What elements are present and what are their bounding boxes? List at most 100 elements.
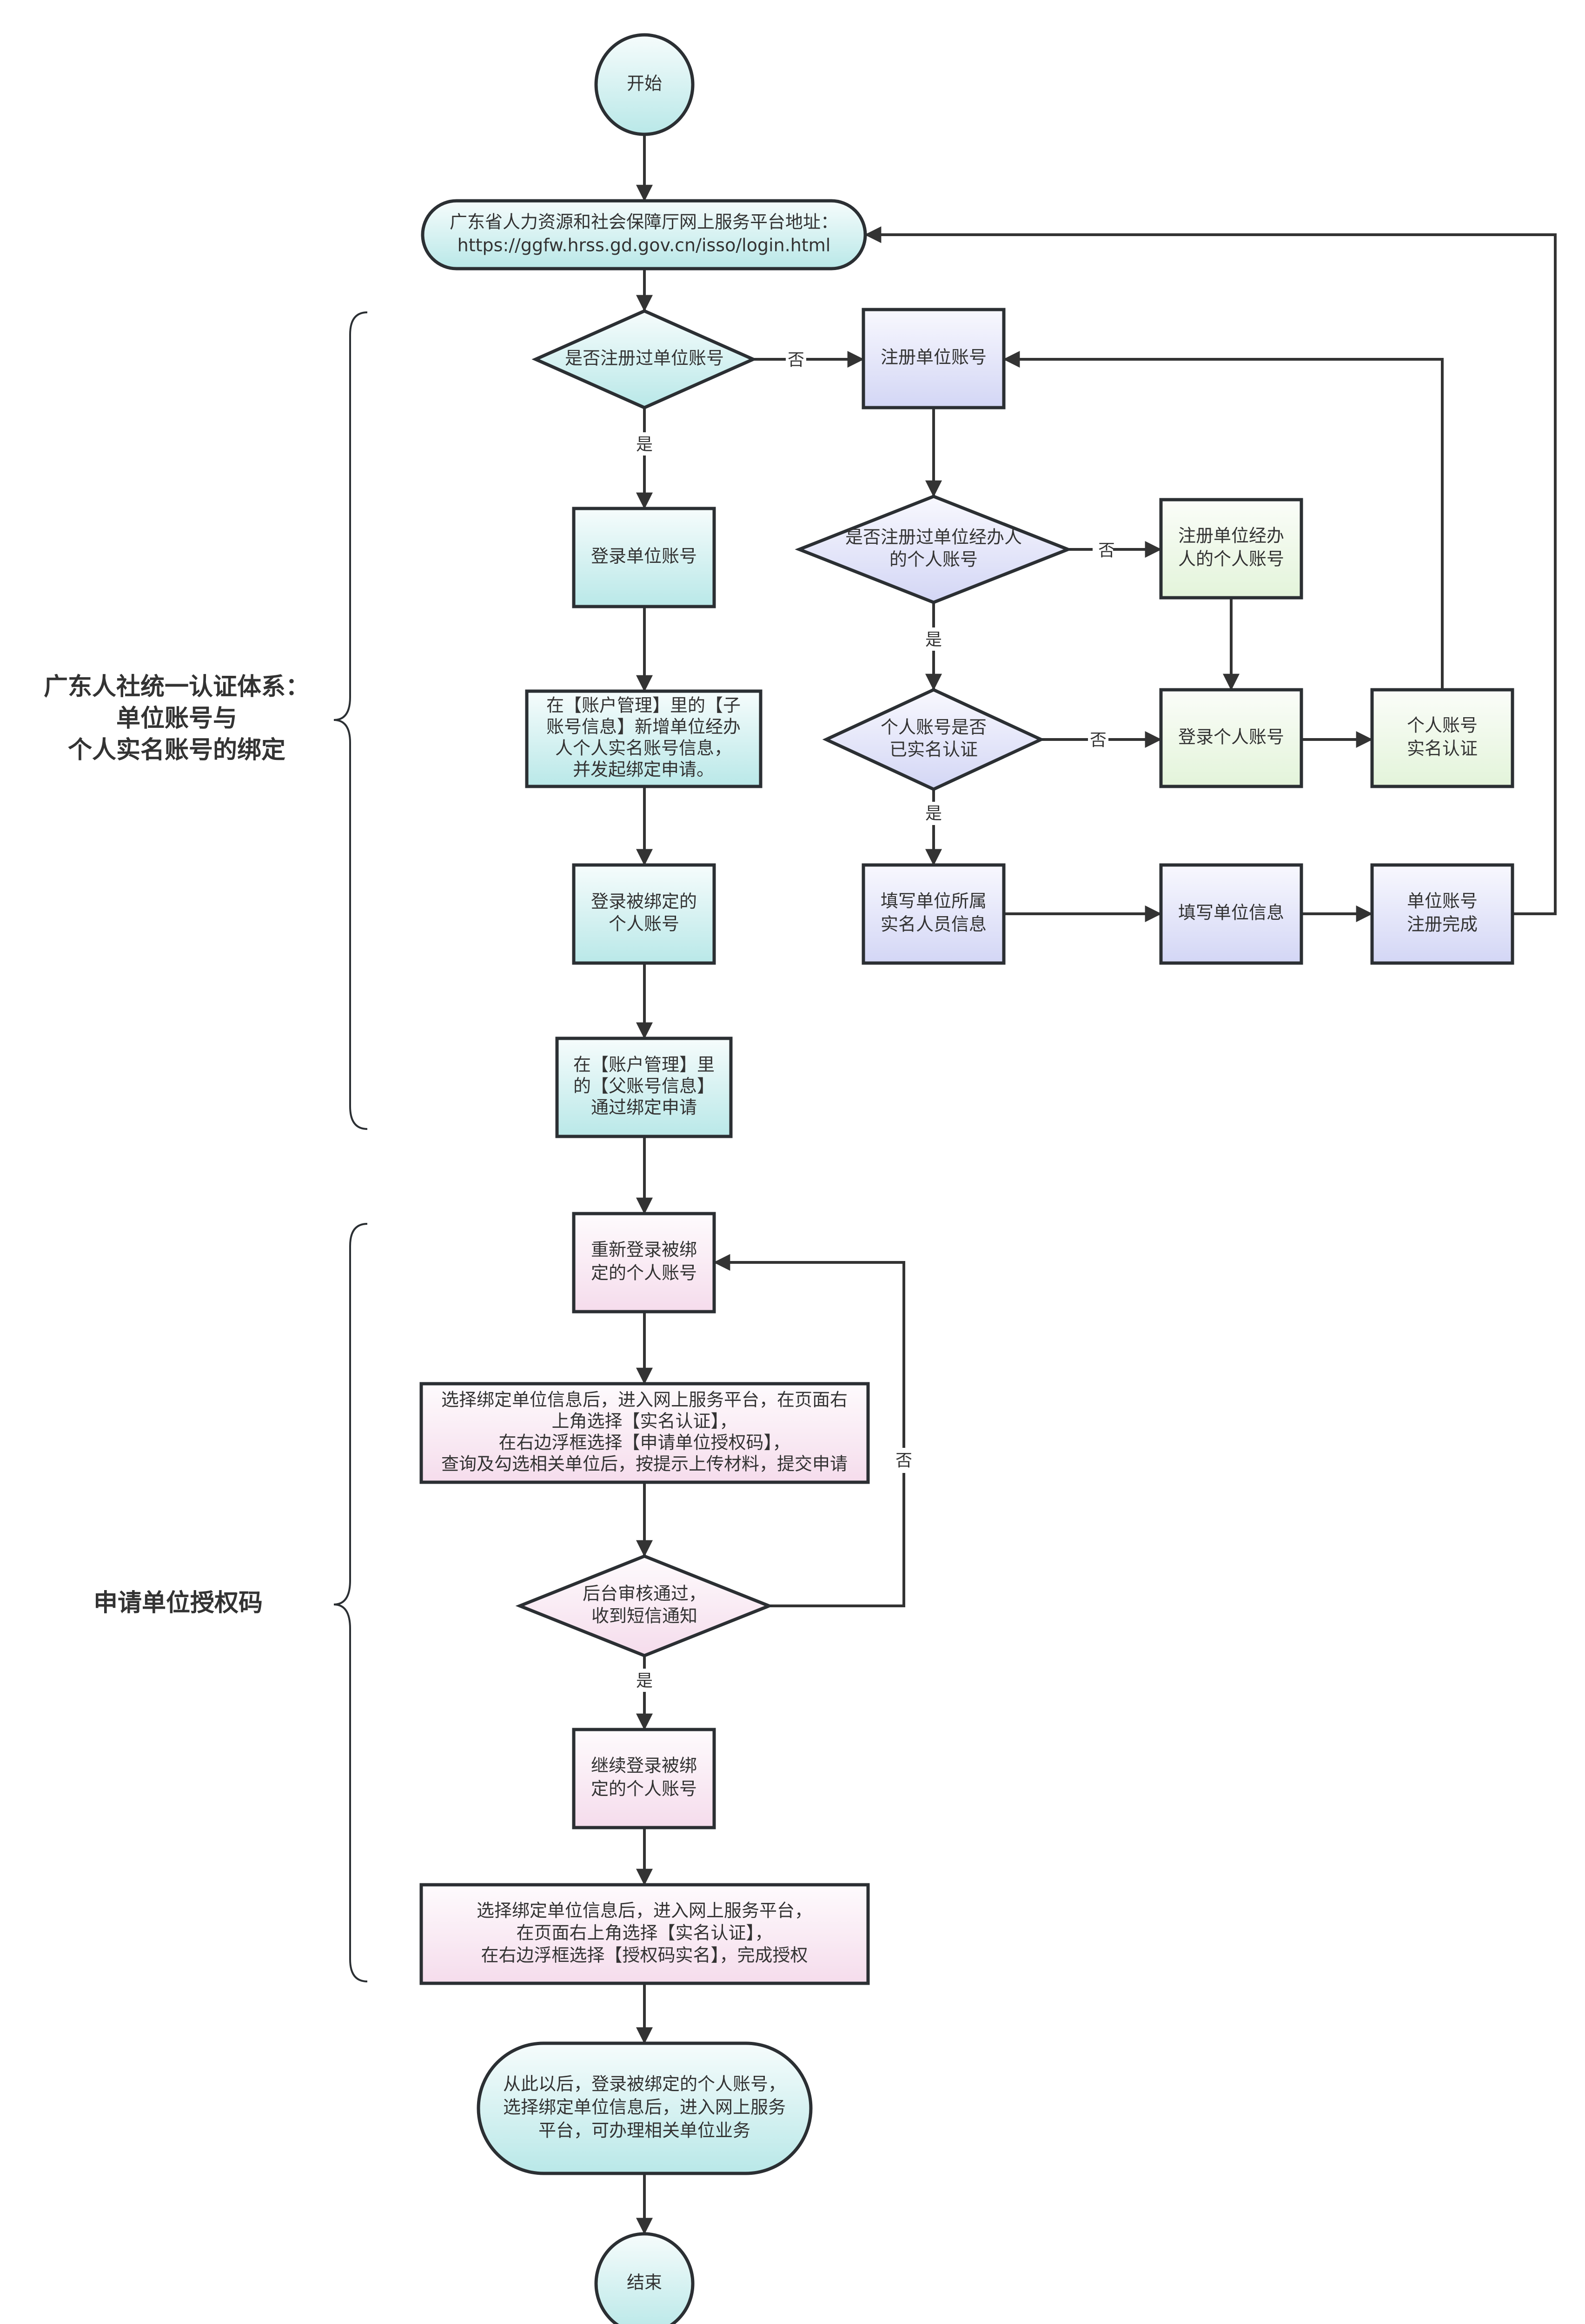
node-end[interactable]: 结束 [594,2232,695,2324]
svg-text:是否注册过单位经办人的个人账号: 是否注册过单位经办人的个人账号 [845,527,1022,570]
edge-label-no-q2: 否 [1098,541,1115,560]
text-line: 注册完成 [1407,914,1478,935]
node-fill-unit-info[interactable]: 填写单位信息 [1159,863,1303,965]
node-approve-binding[interactable]: 在【账户管理】里的【父账号信息】通过绑定申请 [555,1037,733,1138]
edge-label-yes-q3: 是 [925,804,942,823]
edge-label-no-q3: 否 [1090,731,1107,750]
text-line: 继续登录被绑 [591,1756,697,1776]
text-line: 上角选择【实名认证】， [551,1411,737,1432]
decision-review[interactable]: 后台审核通过，收到短信通知 [515,1554,774,1657]
svg-text:填写单位所属实名人员信息: 填写单位所属实名人员信息 [881,891,987,935]
edge-label-no-q1: 否 [788,350,804,370]
decision-unit-registered[interactable]: 是否注册过单位账号 [531,309,757,409]
edge-label-yes-q1: 是 [636,435,653,454]
svg-text:填写单位信息: 填写单位信息 [1178,903,1284,923]
node-register-unit[interactable]: 注册单位账号 [862,308,1006,409]
text-line: 人个人实名账号信息， [555,738,732,759]
group-brace-binding [333,311,368,1130]
text-line: 查询及勾选相关单位后，按提示上传材料，提交申请 [441,1454,848,1474]
svg-text:重新登录被绑定的个人账号: 重新登录被绑定的个人账号 [591,1240,697,1283]
text-line: 定的个人账号 [591,1779,697,1799]
edges [636,134,1557,2235]
text-line: 是否注册过单位账号 [565,348,724,369]
node-complete-auth[interactable]: 选择绑定单位信息后，进入网上服务平台，在页面右上角选择【实名认证】，在右边浮框选… [419,1883,870,1985]
text-line: 在右边浮框选择【申请单位授权码】， [498,1433,790,1453]
text-line: 账号信息】新增单位经办 [546,717,741,737]
text-line: 实名认证 [1407,739,1478,759]
decision-realname[interactable]: 个人账号是否已实名认证 [822,688,1045,791]
text-line: 重新登录被绑 [591,1240,697,1260]
svg-text:登录单位账号: 登录单位账号 [591,546,697,567]
svg-text:后台审核通过，收到短信通知: 后台审核通过，收到短信通知 [583,1584,706,1626]
text-line: 登录个人账号 [1178,727,1284,747]
node-continue-login[interactable]: 继续登录被绑定的个人账号 [572,1728,716,1829]
text-line: 注册单位账号 [881,347,987,368]
svg-text:选择绑定单位信息后，进入网上服务平台，在页面右上角选择【实名: 选择绑定单位信息后，进入网上服务平台，在页面右上角选择【实名认证】，在右边浮框选… [441,1390,848,1474]
svg-text:选择绑定单位信息后，进入网上服务平台，在页面右上角选择【实名: 选择绑定单位信息后，进入网上服务平台，在页面右上角选择【实名认证】，在右边浮框选… [477,1901,812,1966]
text-line: 申请单位授权码 [93,1589,263,1617]
text-line: 登录被绑定的 [591,891,697,912]
text-line: https://ggfw.hrss.gd.gov.cn/isso/login.h… [458,235,831,256]
text-line: 选择绑定单位信息后，进入网上服务平台，在页面右 [441,1390,848,1410]
svg-text:在【账户管理】里的【子账号信息】新增单位经办人个人实名账号信: 在【账户管理】里的【子账号信息】新增单位经办人个人实名账号信息，并发起绑定申请。 [546,695,741,780]
text-line: 在右边浮框选择【授权码实名】，完成授权 [481,1945,808,1966]
decision-agent-registered[interactable]: 是否注册过单位经办人的个人账号 [795,495,1073,604]
text-line: 个人实名账号的绑定 [68,736,285,764]
text-line: 注册单位经办 [1178,526,1284,546]
text-line: 在【账户管理】里 [573,1055,715,1075]
svg-text:单位账号注册完成: 单位账号注册完成 [1407,891,1478,935]
svg-text:登录个人账号: 登录个人账号 [1178,727,1284,747]
text-line: 结束 [627,2272,662,2293]
text-line: 填写单位信息 [1178,903,1284,923]
text-line: 是否注册过单位经办人 [845,527,1022,548]
edge-registered-platform [864,226,1557,915]
node-relogin-bound[interactable]: 重新登录被绑定的个人账号 [572,1212,716,1314]
node-afterwards[interactable]: 从此以后，登录被绑定的个人账号，选择绑定单位信息后，进入网上服务平台，可办理相关… [477,2041,813,2175]
svg-text:注册单位账号: 注册单位账号 [881,347,987,368]
text-line: 登录单位账号 [591,546,697,567]
text-line: 填写单位所属 [881,891,987,911]
text-line: 平台，可办理相关单位业务 [538,2120,750,2141]
text-line: 收到短信通知 [591,1606,697,1626]
svg-text:从此以后，登录被绑定的个人账号，选择绑定单位信息后，进入网上: 从此以后，登录被绑定的个人账号，选择绑定单位信息后，进入网上服务平台，可办理相关… [503,2074,786,2141]
node-login-unit[interactable]: 登录单位账号 [572,507,716,608]
edge-realname-register-unit [1003,351,1444,690]
node-fill-person-info[interactable]: 填写单位所属实名人员信息 [862,863,1006,965]
node-personal-realname[interactable]: 个人账号实名认证 [1370,688,1514,788]
text-line: 的【父账号信息】 [573,1076,715,1096]
edge-label-no-q4: 否 [895,1451,912,1470]
svg-text:结束: 结束 [627,2272,662,2293]
svg-text:广东省人力资源和社会保障厅网上服务平台地址：https://: 广东省人力资源和社会保障厅网上服务平台地址： https://ggfw.hrss.… [450,212,838,256]
node-platform[interactable]: 广东省人力资源和社会保障厅网上服务平台地址： https://ggfw.hrss.… [421,199,867,271]
text-line: 单位账号与 [116,705,237,733]
edge-labels: 是 否 否 是 否 是 否 是 [635,349,1115,1692]
svg-text:继续登录被绑定的个人账号: 继续登录被绑定的个人账号 [591,1756,697,1799]
text-line: 广东省人力资源和社会保障厅网上服务平台地址： [450,212,838,232]
svg-text:开始: 开始 [627,73,662,94]
node-unit-registered[interactable]: 单位账号注册完成 [1370,863,1514,965]
node-add-sub-account[interactable]: 在【账户管理】里的【子账号信息】新增单位经办人个人实名账号信息，并发起绑定申请。 [525,689,763,788]
text-line: 后台审核通过， [583,1584,706,1604]
node-register-agent[interactable]: 注册单位经办人的个人账号 [1159,498,1303,600]
text-line: 定的个人账号 [591,1263,697,1283]
node-login-personal[interactable]: 登录个人账号 [1159,688,1303,788]
text-line: 的个人账号 [889,549,978,570]
node-apply-code[interactable]: 选择绑定单位信息后，进入网上服务平台，在页面右上角选择【实名认证】，在右边浮框选… [419,1382,870,1484]
text-line: 在页面右上角选择【实名认证】， [516,1923,772,1943]
text-line: 单位账号 [1407,891,1478,911]
node-start[interactable]: 开始 [594,33,695,136]
text-line: 选择绑定单位信息后，进入网上服务平台， [477,1901,812,1921]
node-login-bound[interactable]: 登录被绑定的个人账号 [572,863,716,965]
svg-text:个人账号是否已实名认证: 个人账号是否已实名认证 [881,717,987,760]
text-line: 已实名认证 [889,739,978,760]
edge-label-yes-q4: 是 [636,1671,653,1690]
text-line: 广东人社统一认证体系： [44,673,310,701]
group-label-binding: 广东人社统一认证体系： 单位账号与个人实名账号的绑定 [44,673,310,764]
text-line: 个人账号是否 [881,717,987,738]
text-line: 实名人员信息 [881,914,987,935]
edge-label-yes-q2: 是 [925,630,942,649]
text-line: 通过绑定申请 [591,1097,697,1118]
edge-q4-relogin [713,1254,905,1607]
svg-text:在【账户管理】里的【父账号信息】通过绑定申请: 在【账户管理】里的【父账号信息】通过绑定申请 [573,1055,715,1118]
